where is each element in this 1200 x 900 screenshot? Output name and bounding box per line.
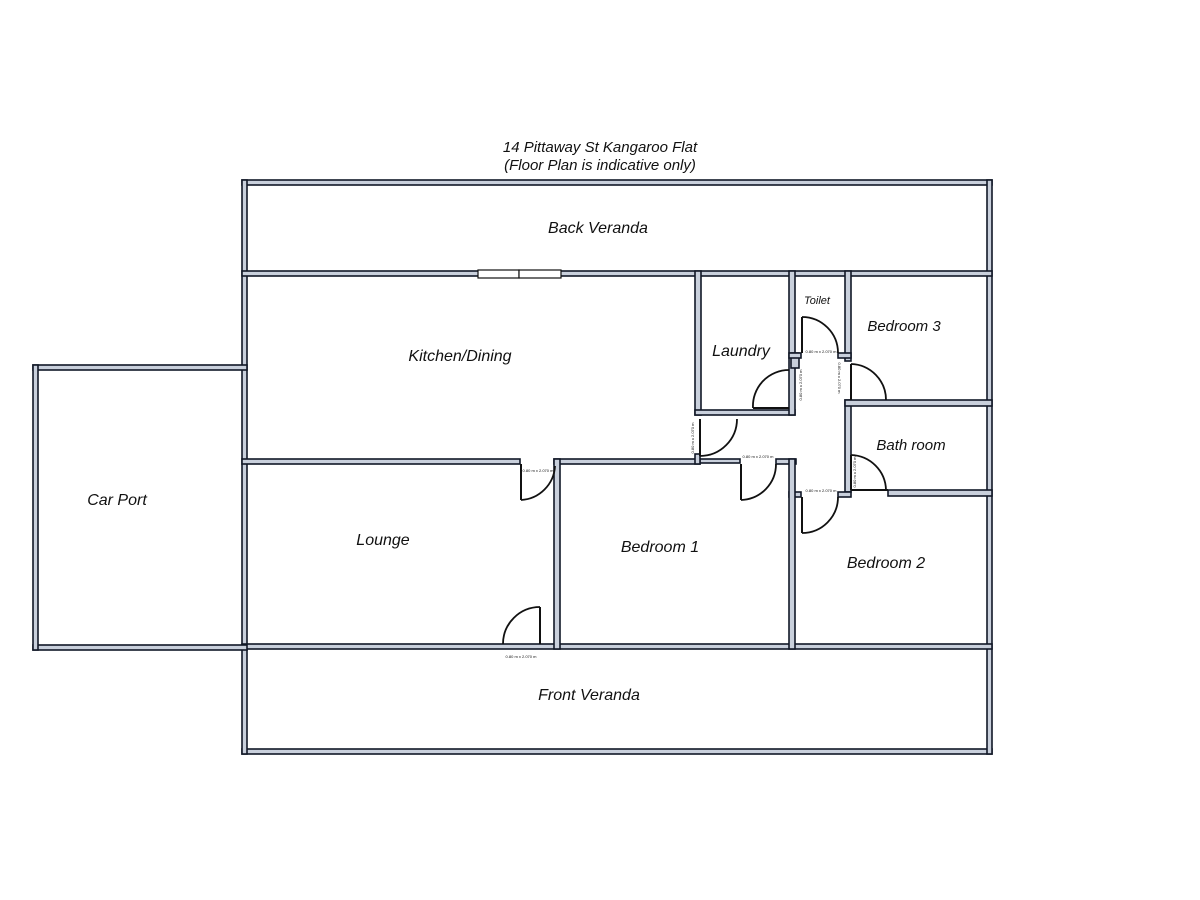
dim-front-door: 0.80 m x 2.070 m (506, 654, 538, 659)
label-car-port: Car Port (87, 492, 147, 509)
dim-bedroom-3-door: 0.80 m x 2.070 m (837, 363, 842, 395)
label-kitchen-dining: Kitchen/Dining (408, 348, 511, 365)
wall-kitchen-lounge (241, 458, 521, 465)
wall-bath-bottom-left (837, 491, 852, 498)
wall-bed1-bed2 (788, 458, 796, 650)
doors (502, 316, 888, 645)
wall-right (986, 179, 993, 755)
room-labels: Back Veranda Kitchen/Dining Laundry Toil… (87, 220, 945, 704)
door-bedroom-1 (740, 463, 777, 501)
label-bathroom: Bath room (876, 437, 945, 454)
door-toilet (801, 316, 839, 354)
dim-kitchen-hall-door: 0.80 m x 2.070 m (690, 422, 695, 454)
wall-laundry-right (788, 270, 796, 416)
label-bedroom-3: Bedroom 3 (867, 318, 941, 335)
door-kitchen-hall (699, 418, 738, 457)
wall-laundry-left-upper (694, 270, 702, 416)
wall-hall-top (699, 458, 741, 464)
wall-lounge-bed1-top (553, 458, 701, 465)
dim-toilet-door: 0.80 m x 2.070 m (806, 349, 838, 354)
label-bedroom-1: Bedroom 1 (621, 539, 699, 556)
label-lounge: Lounge (356, 532, 409, 549)
window-pane-left (477, 269, 520, 279)
dim-laundry-door: 0.80 m x 2.070 m (798, 369, 803, 401)
plan-title: 14 Pittaway St Kangaroo Flat (502, 139, 698, 156)
window-pane-right (518, 269, 562, 279)
wall-left (241, 179, 248, 755)
wall-toilet-bottom (788, 352, 802, 359)
dim-bedroom-2-door: 0.80 m x 2.070 m (806, 488, 838, 493)
dim-bathroom-door: 0.80 m x 2.070 m (852, 456, 857, 488)
wall-carport-bottom (32, 644, 248, 651)
wall-bottom (241, 748, 993, 755)
wall-bath-bottom (887, 489, 993, 497)
dim-bedroom-1-door: 0.80 m x 2.070 m (743, 454, 775, 459)
door-front (502, 606, 541, 645)
dim-lounge-door: 0.80 m x 2.070 m (523, 468, 555, 473)
label-bedroom-2: Bedroom 2 (847, 555, 925, 572)
plan-subtitle: (Floor Plan is indicative only) (504, 157, 696, 174)
door-bedroom-2 (801, 496, 839, 534)
label-front-veranda: Front Veranda (538, 687, 640, 704)
wall-carport-top (32, 364, 248, 371)
door-dimension-labels: 0.80 m x 2.070 m 0.80 m x 2.070 m 0.80 m… (506, 349, 857, 659)
door-lounge (520, 464, 556, 501)
wall-toilet-bottom-right (837, 352, 852, 359)
wall-laundry-left-lower (694, 453, 701, 465)
label-toilet: Toilet (804, 295, 831, 307)
wall-front-veranda (241, 643, 993, 650)
wall-carport-left (32, 364, 39, 651)
kitchen-window (477, 269, 562, 279)
door-bathroom (850, 454, 888, 491)
door-bedroom-3 (850, 363, 887, 401)
wall-bed1-top-right (775, 458, 797, 465)
door-laundry (752, 369, 790, 409)
wall-laundry-bottom (694, 409, 796, 416)
label-back-veranda: Back Veranda (548, 220, 648, 237)
wall-lounge-bed1 (553, 458, 561, 650)
wall-bed3-bottom (844, 399, 993, 407)
label-laundry: Laundry (712, 343, 771, 360)
wall-toilet-right (844, 270, 852, 362)
wall-back-veranda (241, 270, 993, 277)
wall-top (241, 179, 993, 186)
walls (32, 179, 993, 755)
